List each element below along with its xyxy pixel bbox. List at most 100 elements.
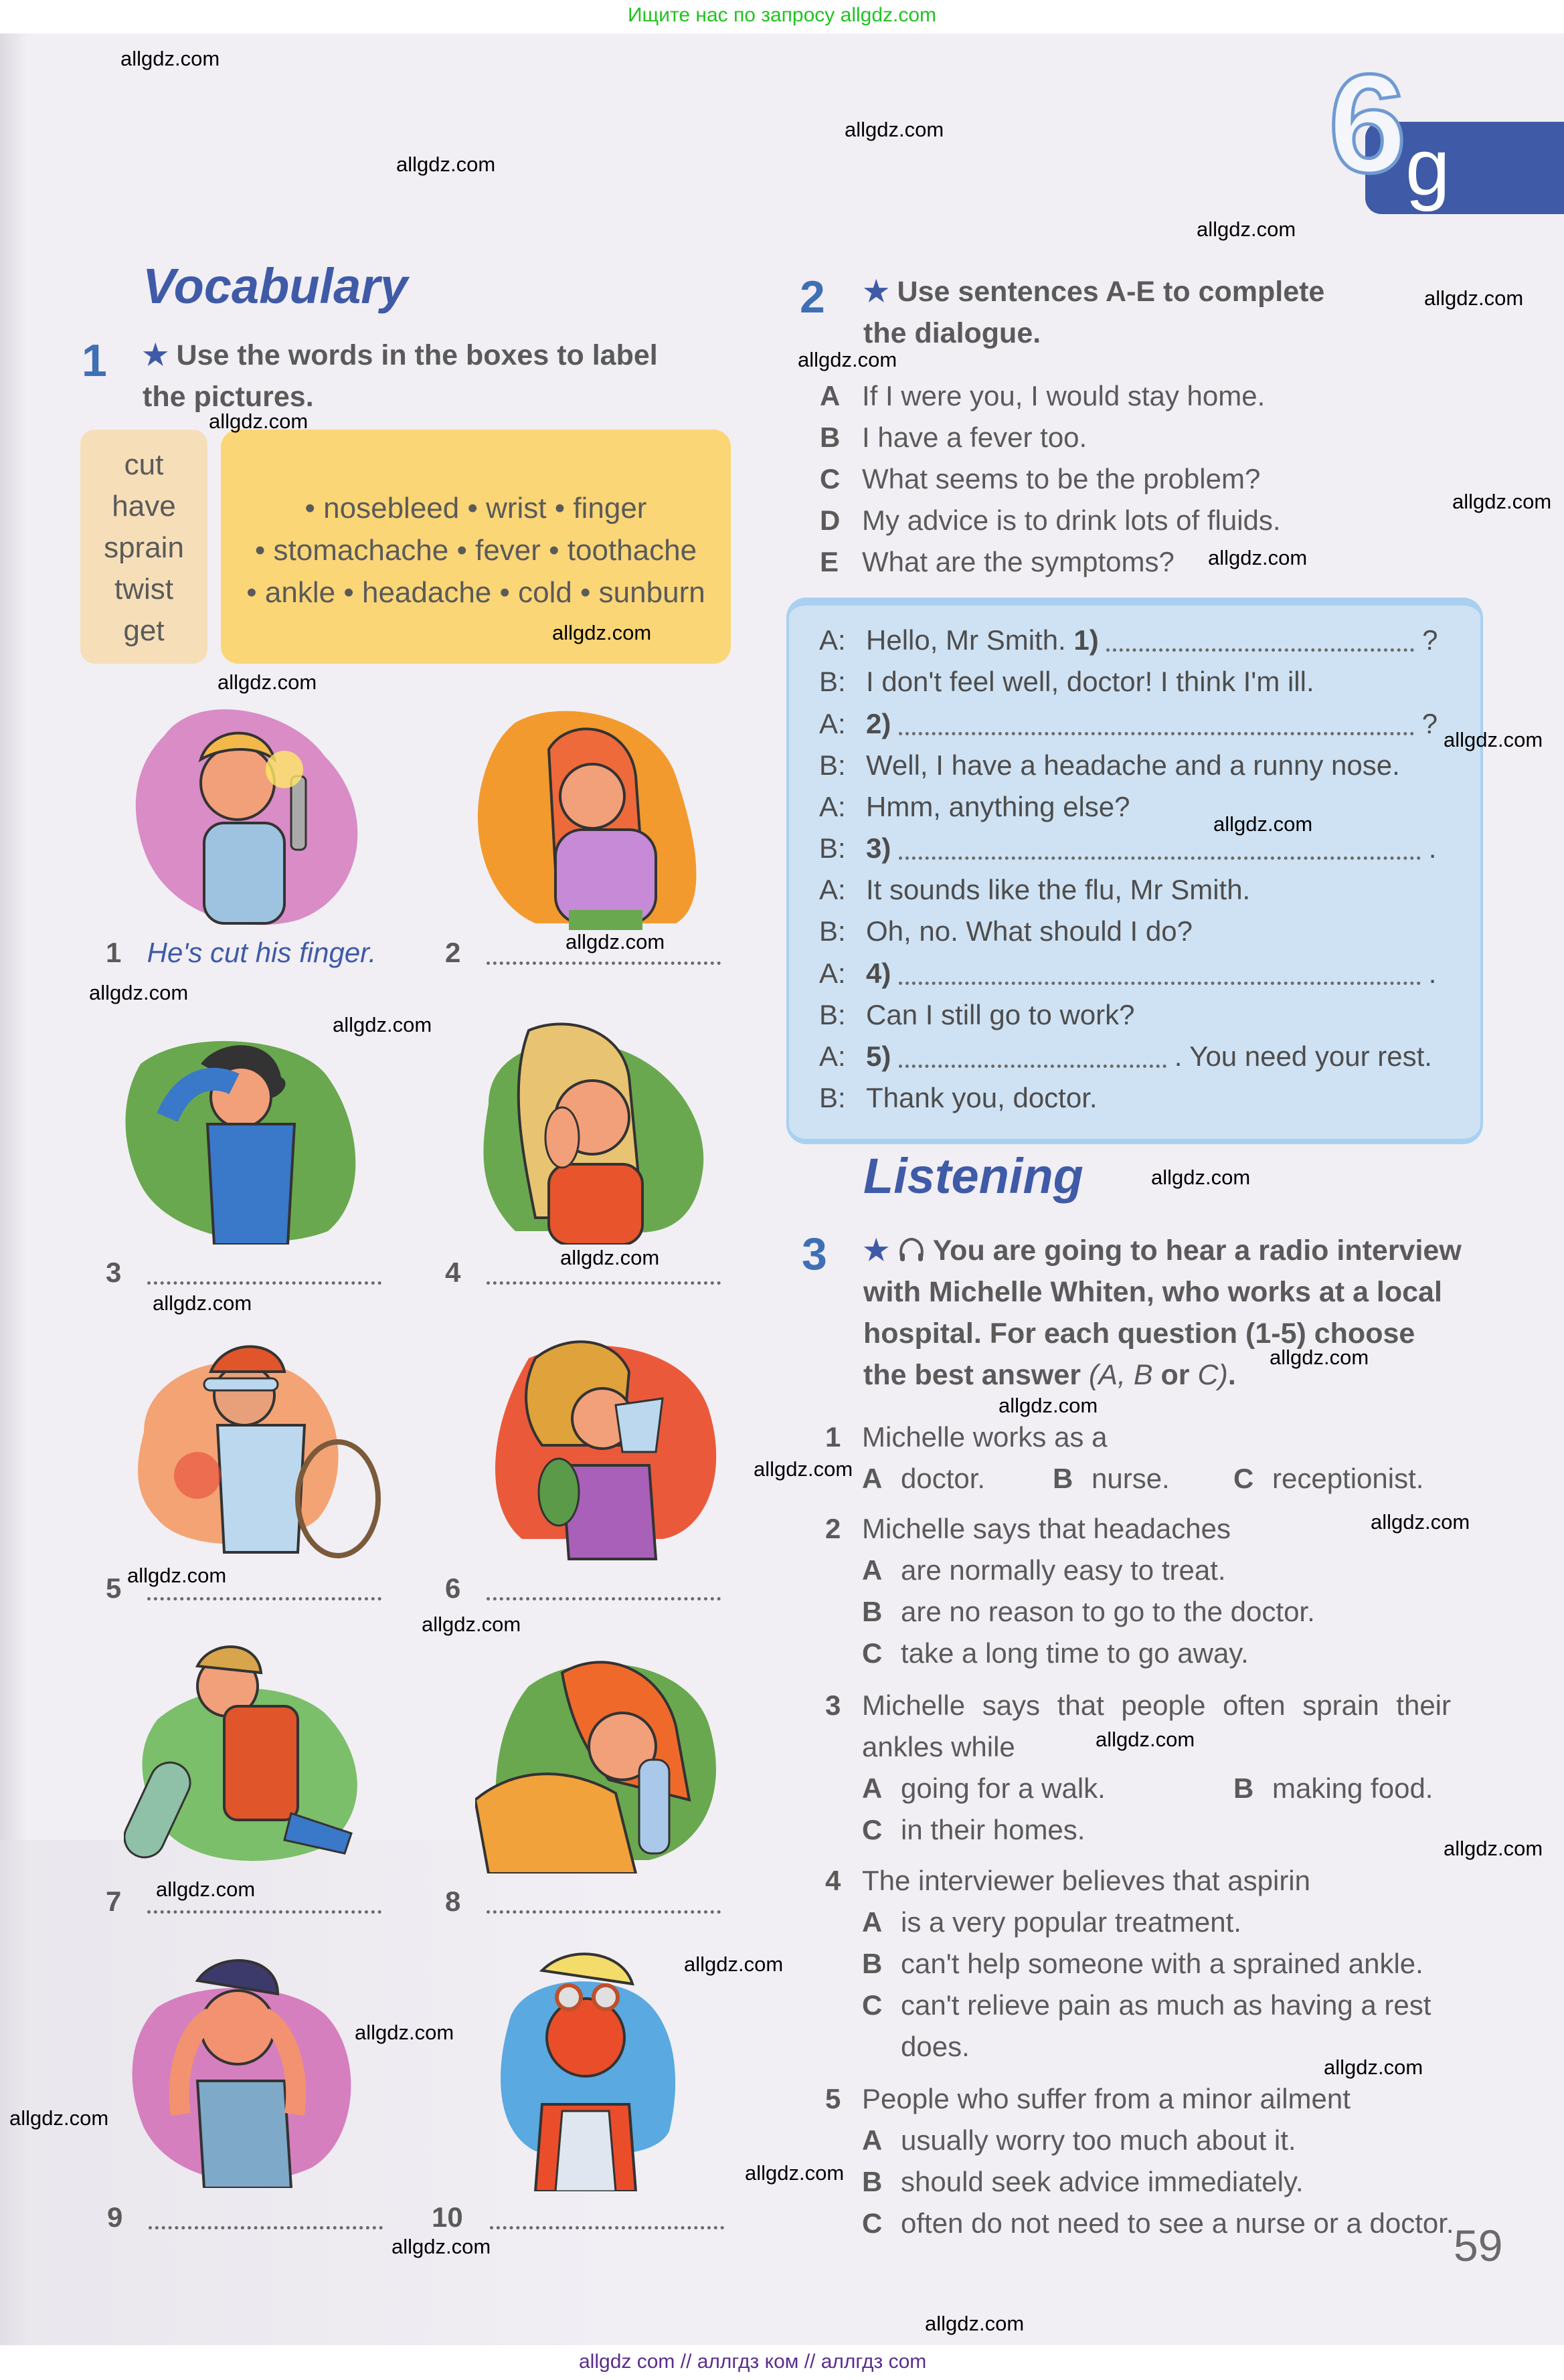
illustration-twisted-ankle	[124, 1645, 357, 1861]
dialogue-blank-1[interactable]	[1106, 632, 1415, 652]
unit-badge-bar	[1365, 122, 1564, 214]
answer-blank-6[interactable]	[486, 1580, 721, 1601]
dialogue-line: B:Oh, no. What should I do?	[819, 915, 1193, 947]
answer-blank-9[interactable]	[148, 2209, 383, 2230]
watermark: allgdz.com	[89, 981, 189, 1004]
watermark: allgdz.com	[845, 118, 944, 141]
answer-blank-10[interactable]	[489, 2209, 724, 2230]
watermark: allgdz.com	[1444, 1837, 1543, 1860]
illustration-fever	[125, 1040, 356, 1245]
watermark: allgdz.com	[684, 1952, 784, 1976]
watermark: allgdz.com	[745, 2161, 845, 2185]
instruction-line: the dialogue.	[863, 317, 1041, 349]
picture-label-10: 10	[432, 2201, 724, 2233]
illustration-sunburn	[501, 1952, 676, 2191]
illustration-cut-finger	[135, 709, 358, 925]
watermark: allgdz.com	[998, 1394, 1098, 1417]
picture-label-2: 2	[445, 937, 721, 969]
picture-label-9: 9	[107, 2201, 383, 2233]
watermark: allgdz.com	[1444, 728, 1543, 751]
site-banner-top[interactable]: Ищите нас по запросу allgdz.com	[0, 0, 1564, 33]
answer-blank-3[interactable]	[147, 1264, 381, 1285]
exercise-2-instruction: ★ Use sentences A-E to complete the dial…	[863, 271, 1324, 354]
watermark: allgdz.com	[153, 1291, 252, 1315]
word-have: have	[112, 490, 176, 523]
exercise-3-instruction: ★ You are going to hear a radio intervie…	[863, 1234, 1462, 1391]
noun-word-box: • nosebleed • wrist • finger • stomachac…	[221, 430, 731, 664]
instruction-line: You are going to hear a radio interview	[932, 1234, 1462, 1267]
answer-blank-2[interactable]	[486, 944, 721, 966]
watermark: allgdz.com	[218, 670, 317, 694]
watermark: allgdz.com	[9, 2106, 109, 2130]
illustration-toothache	[483, 1022, 704, 1245]
word-cut: cut	[124, 448, 164, 481]
dialogue-box: A:Hello, Mr Smith. 1) ? B:I don't feel w…	[786, 598, 1483, 1144]
headphones-icon	[899, 1237, 924, 1261]
answer-blank-5[interactable]	[147, 1580, 381, 1601]
site-banner-bottom[interactable]: allgdz com // аллгдз ком // аллгдз com	[0, 2345, 1564, 2380]
illustration-headache	[132, 1959, 351, 2188]
picture-label-6: 6	[445, 1572, 721, 1605]
watermark: allgdz.com	[1371, 1510, 1470, 1534]
dialogue-line: A:5) . You need your rest.	[819, 1040, 1432, 1072]
dialogue-line: B:Well, I have a headache and a runny no…	[819, 749, 1400, 781]
noun-line: • ankle • headache • cold • sunburn	[246, 576, 705, 609]
dialogue-blank-3[interactable]	[899, 840, 1421, 860]
watermark: allgdz.com	[925, 2312, 1025, 2335]
word-get: get	[123, 614, 165, 647]
picture-label-1: 1 He's cut his finger.	[106, 937, 377, 968]
watermark: allgdz.com	[392, 2235, 491, 2258]
dialogue-line: A:Hmm, anything else?	[819, 791, 1130, 822]
dialogue-blank-4[interactable]	[899, 966, 1421, 986]
instruction-line: Use sentences A-E to complete	[897, 276, 1325, 308]
noun-line: • stomachache • fever • toothache	[254, 534, 697, 567]
option-4C-continuation: does.	[901, 2031, 970, 2062]
dialogue-line: B:Thank you, doctor.	[819, 1082, 1098, 1113]
unit-number: 6	[1327, 45, 1409, 202]
watermark: allgdz.com	[1324, 2055, 1423, 2079]
answer-blank-7[interactable]	[147, 1893, 381, 1914]
watermark: allgdz.com	[552, 621, 652, 644]
dialogue-line: B:Can I still go to work?	[819, 999, 1135, 1030]
dialogue-line: B:I don't feel well, doctor! I think I'm…	[819, 666, 1314, 697]
watermark: allgdz.com	[209, 409, 309, 433]
illustration-sprained-wrist	[138, 1345, 381, 1558]
answer-blank-8[interactable]	[486, 1893, 721, 1914]
watermark: allgdz.com	[120, 47, 220, 70]
answer-blank-4[interactable]	[486, 1264, 721, 1285]
watermark: allgdz.com	[355, 2021, 454, 2044]
instruction-line: the best answer	[863, 1359, 1089, 1391]
dialogue-line: A:2) ?	[819, 708, 1438, 739]
illustration-nosebleed	[495, 1340, 717, 1560]
question-3-stem-continuation: ankles while	[862, 1731, 1015, 1762]
site-banner-bottom-text[interactable]: allgdz com // аллгдз ком // аллгдз com	[579, 2351, 927, 2373]
dialogue-blank-5[interactable]	[899, 1048, 1167, 1069]
page-number: 59	[1454, 2221, 1503, 2270]
star-icon: ★	[863, 276, 889, 308]
dialogue-blank-2[interactable]	[899, 716, 1415, 736]
watermark: allgdz.com	[1096, 1728, 1195, 1751]
listening-heading: Listening	[863, 1148, 1083, 1204]
dialogue-line: A:Hello, Mr Smith. 1) ?	[819, 624, 1438, 656]
